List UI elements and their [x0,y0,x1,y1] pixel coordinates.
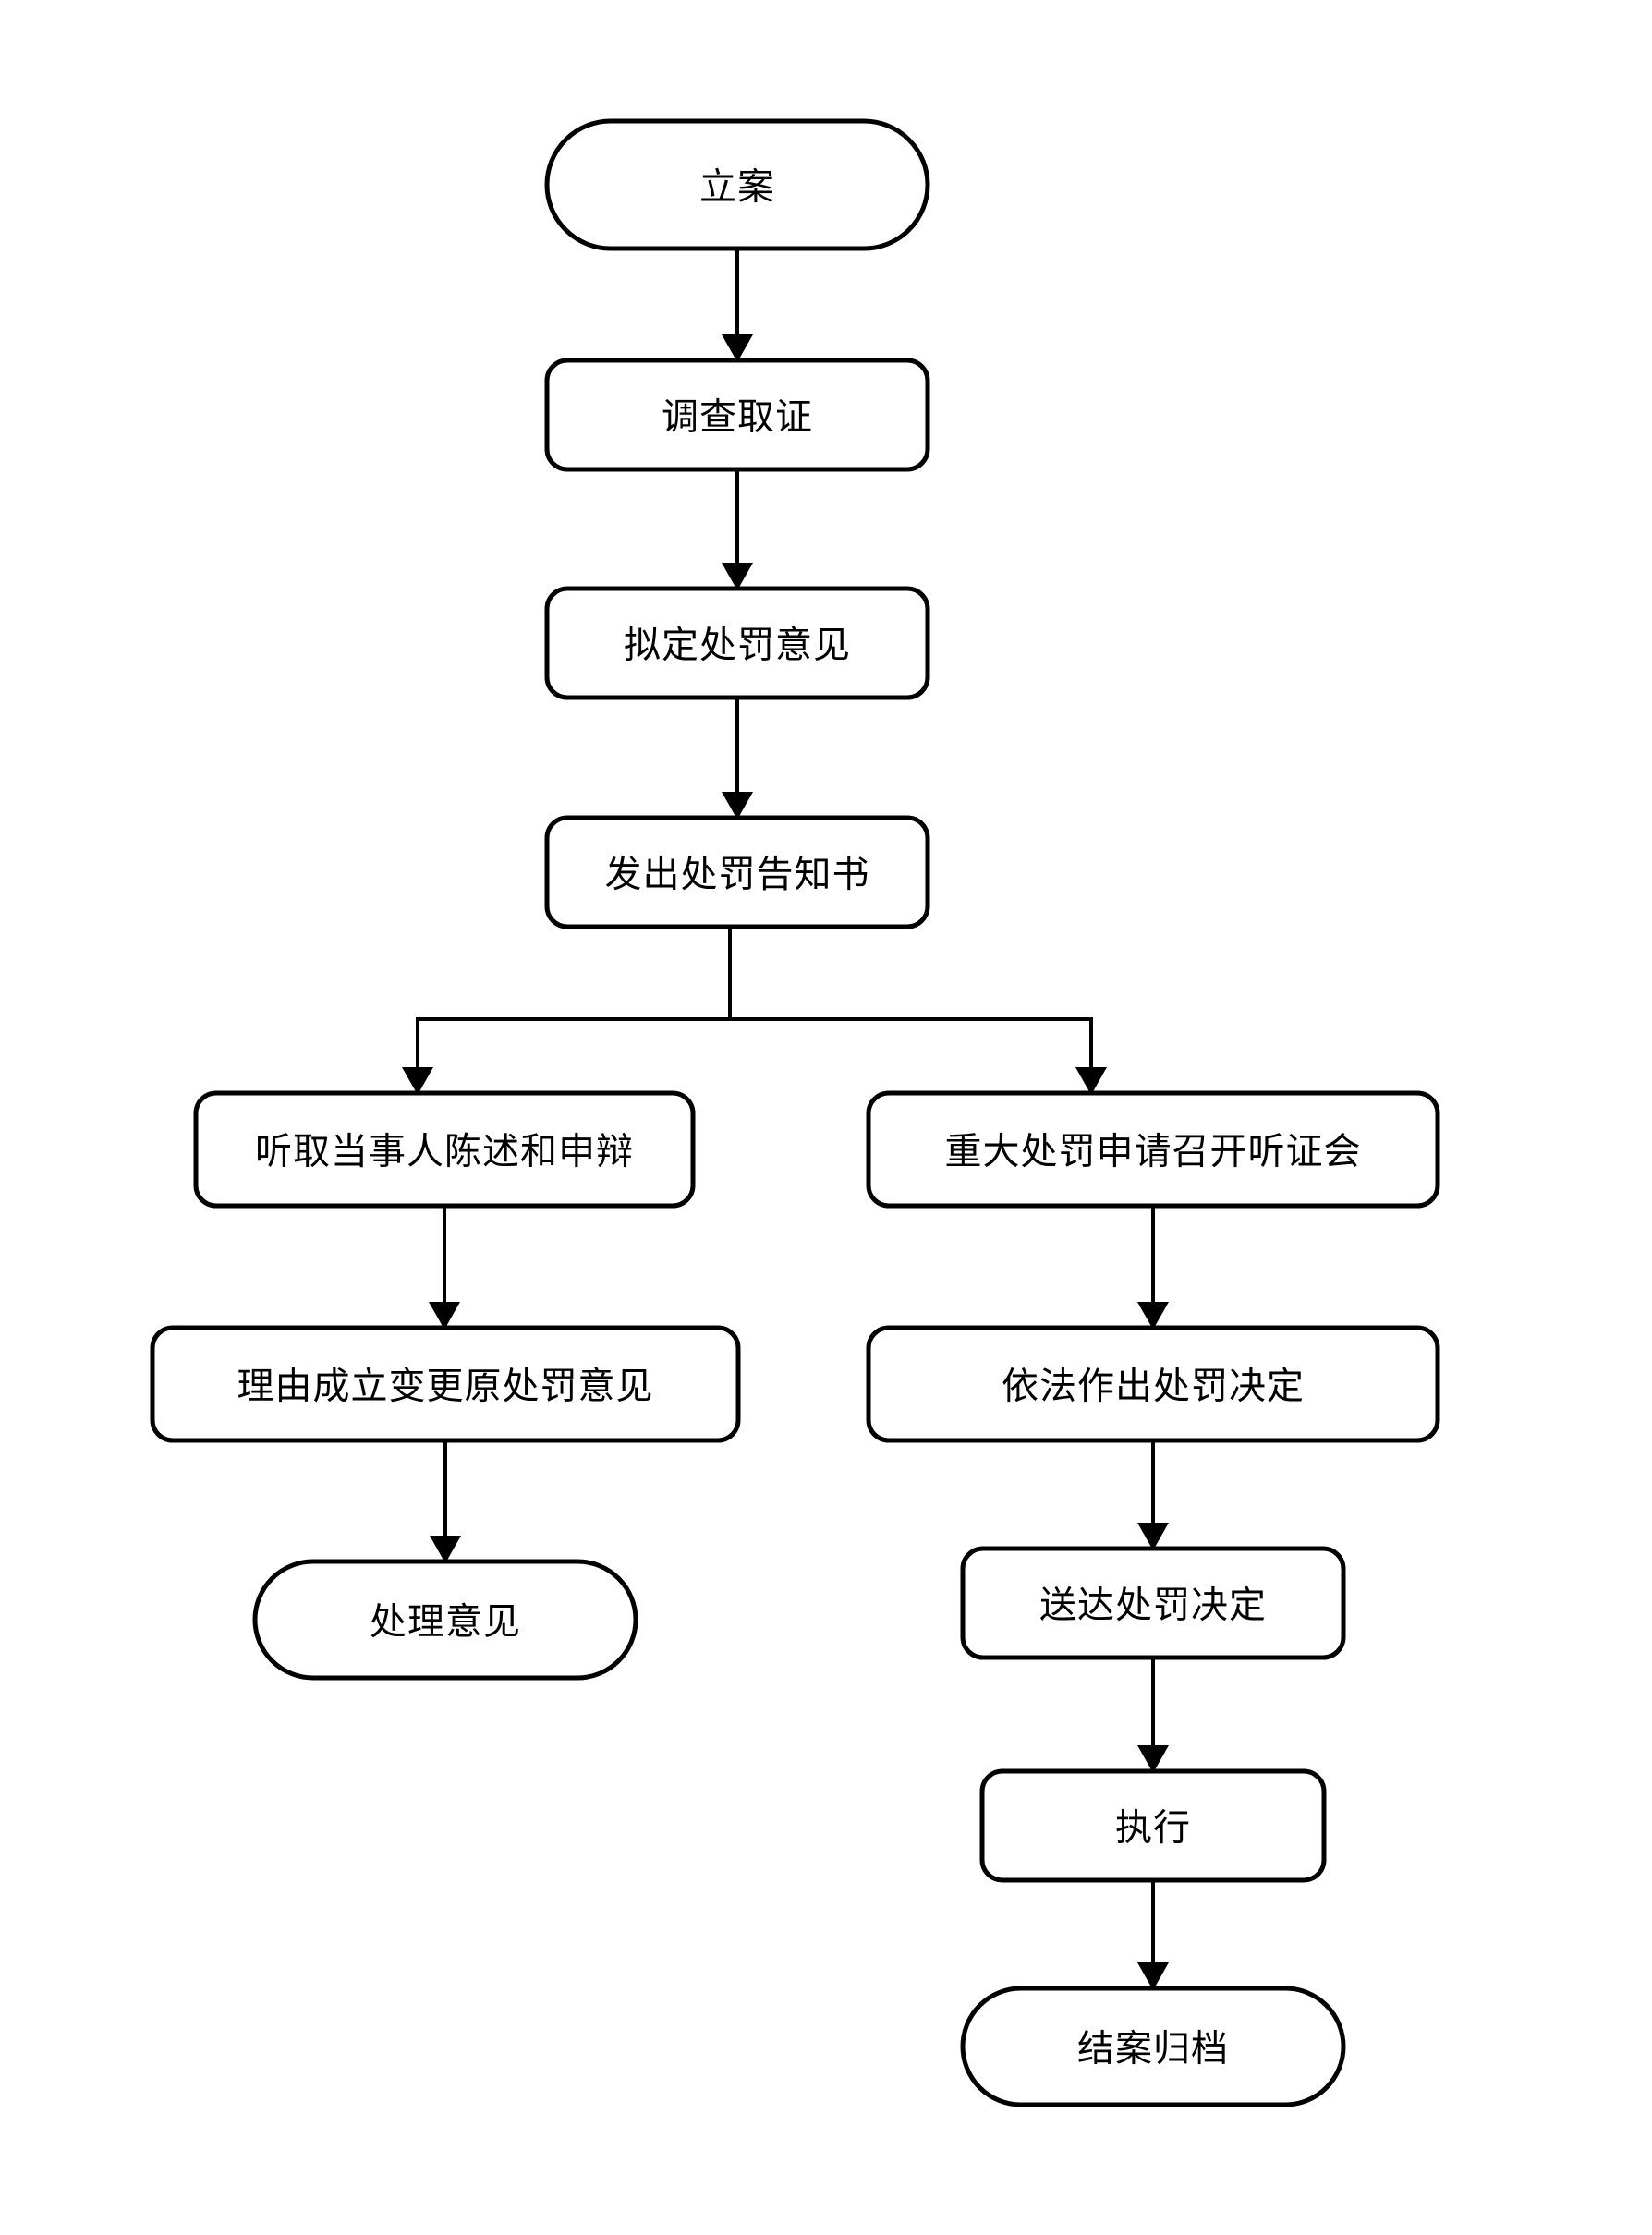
node-label: 拟定处罚意见 [624,625,851,666]
node-label: 立案 [699,166,775,208]
edge-n8-to-n10 [1137,1440,1169,1550]
edge-layer [402,249,1169,1990]
node-n3[interactable]: 拟定处罚意见 [544,586,930,700]
edge-n3-to-n4 [722,698,753,820]
edge-arrowhead [429,1302,460,1330]
node-n7[interactable]: 理由成立变更原处罚意见 [150,1325,741,1443]
edge-arrowhead [1137,1962,1169,1990]
node-label: 调查取证 [662,396,813,438]
edge-n6-to-n8 [1137,1206,1169,1330]
node-n2[interactable]: 调查取证 [544,358,930,472]
node-label: 理由成立变更原处罚意见 [237,1366,654,1407]
process-shape[interactable] [193,1090,696,1209]
process-shape[interactable] [544,815,930,929]
edge-arrowhead [1137,1523,1169,1550]
edge-n7-to-n9 [430,1440,461,1563]
process-shape[interactable] [960,1546,1346,1660]
node-n10[interactable]: 送达处罚决定 [960,1546,1346,1660]
node-n4[interactable]: 发出处罚告知书 [544,815,930,929]
edge-arrowhead [722,563,753,590]
process-shape[interactable] [979,1768,1327,1883]
terminal-shape[interactable] [960,1986,1346,2107]
node-label: 听取当事人陈述和申辩 [255,1131,634,1172]
terminal-shape[interactable] [252,1559,638,1681]
node-n9[interactable]: 处理意见 [252,1559,638,1681]
edge-arrowhead [430,1536,461,1563]
process-shape[interactable] [150,1325,741,1443]
edge-arrowhead [722,792,753,820]
edge-arrowhead [1137,1745,1169,1773]
node-label: 结案归档 [1077,2028,1229,2070]
edge-arrowhead [1137,1302,1169,1330]
edge-n2-to-n3 [722,469,753,590]
edge-n4-to-n5 [402,927,732,1095]
edge-arrowhead [722,334,753,362]
node-n11[interactable]: 执行 [979,1768,1327,1883]
edge-arrowhead [402,1067,433,1095]
edge-n5-to-n7 [429,1206,460,1330]
node-n12[interactable]: 结案归档 [960,1986,1346,2107]
edge-arrowhead [1075,1067,1107,1095]
process-shape[interactable] [544,586,930,700]
edge-n1-to-n2 [722,249,753,362]
node-label: 重大处罚申请召开听证会 [945,1131,1362,1172]
edge-n4-to-n6 [728,927,1107,1095]
node-n8[interactable]: 依法作出处罚决定 [866,1325,1440,1443]
node-label: 发出处罚告知书 [605,854,870,895]
node-label: 执行 [1115,1807,1191,1849]
node-n1[interactable]: 立案 [544,118,930,251]
node-label: 依法作出处罚决定 [1002,1366,1305,1407]
node-label: 送达处罚决定 [1039,1585,1267,1626]
edge-n10-to-n11 [1137,1658,1169,1773]
node-n6[interactable]: 重大处罚申请召开听证会 [866,1090,1440,1209]
process-shape[interactable] [866,1325,1440,1443]
edge-n11-to-n12 [1137,1880,1169,1990]
node-n5[interactable]: 听取当事人陈述和申辩 [193,1090,696,1209]
process-shape[interactable] [544,358,930,472]
node-label: 处理意见 [370,1601,521,1643]
process-shape[interactable] [866,1090,1440,1209]
terminal-shape[interactable] [544,118,930,251]
